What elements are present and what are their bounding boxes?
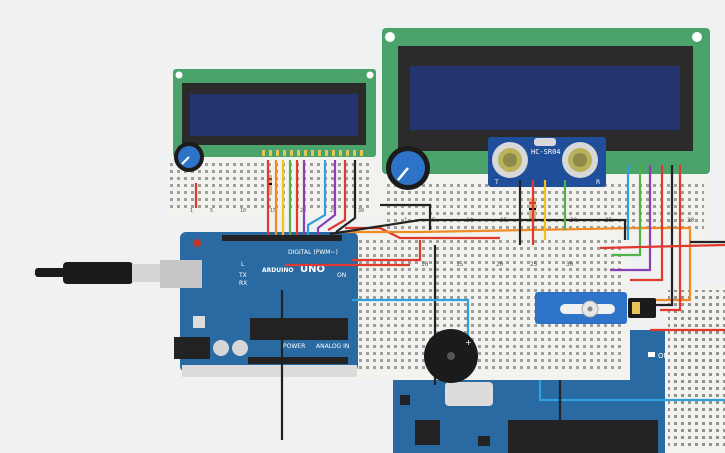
- lcd-large[interactable]: [382, 28, 710, 174]
- sensor-model-label: HC-SR04: [531, 148, 561, 156]
- top-row-number: 30: [687, 217, 695, 224]
- lcd-small-screen: [190, 94, 358, 136]
- resistor-small: [267, 175, 272, 195]
- sensor-pin-r: R: [596, 179, 600, 186]
- ultrasonic-sensor[interactable]: HC-SR04 T R: [488, 137, 606, 187]
- digital-header-label: DIGITAL (PWM~): [288, 249, 338, 256]
- servo-motor[interactable]: [535, 292, 627, 324]
- potentiometer-large[interactable]: [386, 146, 430, 190]
- main-row-number: 10: [421, 261, 429, 268]
- arduino-brand: ARDUINO: [262, 267, 293, 274]
- sensor-pin-t: T: [494, 179, 499, 186]
- top-row-number: 1: [404, 217, 408, 224]
- arduino-uno[interactable]: ARDUINO UNO DIGITAL (PWM~) ON TX RX L PO…: [174, 232, 358, 377]
- analog-label: ANALOG IN: [316, 343, 349, 350]
- small-row-number: 10: [240, 208, 246, 214]
- buzzer[interactable]: +: [424, 329, 478, 383]
- small-row-number: 15: [270, 208, 276, 214]
- power-label: POWER: [283, 343, 305, 350]
- small-row-number: 30: [358, 208, 364, 214]
- lcd-small[interactable]: [173, 69, 376, 157]
- lcd-large-screen: [410, 66, 680, 130]
- main-row-number: 30: [566, 261, 574, 268]
- on-label: ON: [337, 272, 346, 279]
- second-on-label: ON: [658, 352, 669, 360]
- rx-label: RX: [239, 280, 247, 287]
- l-label: L: [241, 261, 245, 268]
- motor-driver[interactable]: [628, 298, 656, 318]
- main-row-number: 20: [496, 261, 504, 268]
- usb-cable[interactable]: [35, 260, 202, 288]
- regulator: [415, 420, 440, 445]
- small-row-number: 1: [190, 208, 193, 214]
- crystal: [445, 382, 493, 406]
- potentiometer-small[interactable]: [174, 142, 204, 172]
- arduino-model: UNO: [300, 264, 325, 275]
- small-row-number: 25: [330, 208, 336, 214]
- reset-button[interactable]: [193, 239, 201, 247]
- chip: [508, 420, 658, 453]
- usb-port: [160, 260, 202, 288]
- atmega-chip: [250, 318, 348, 340]
- power-jack: [174, 337, 210, 359]
- main-row-number: 15: [456, 261, 464, 268]
- buzzer-plus: +: [465, 338, 472, 347]
- small-row-number: 5: [210, 208, 213, 214]
- wires[interactable]: [194, 160, 725, 453]
- main-row-number: 25: [530, 261, 538, 268]
- tx-label: TX: [238, 272, 247, 279]
